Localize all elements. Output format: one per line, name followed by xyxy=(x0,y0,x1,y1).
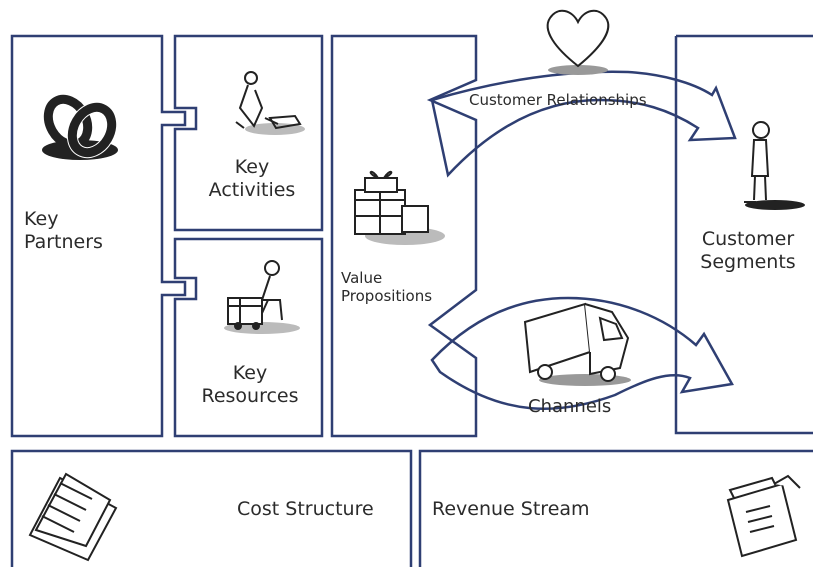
worker-icon xyxy=(235,71,305,135)
key-activities-block xyxy=(173,34,324,232)
key-resources-block xyxy=(173,237,324,438)
customer-segments-label-line-1: Customer xyxy=(701,228,795,250)
delivery-truck-icon xyxy=(523,302,631,386)
cost-structure-block xyxy=(10,449,413,567)
channels-arrow xyxy=(430,296,734,411)
key-partners-label-line-1: Key xyxy=(24,208,59,230)
value-propositions-block xyxy=(330,34,478,438)
standing-person-icon xyxy=(744,121,805,210)
revenue-stream-label: Revenue Stream xyxy=(432,498,590,520)
key-partners-block xyxy=(10,34,187,438)
gift-boxes-icon xyxy=(354,170,445,245)
cost-structure-label: Cost Structure xyxy=(237,498,374,520)
value-propositions-label-line-1: Value xyxy=(341,269,383,287)
key-activities-label-line-2: Activities xyxy=(208,179,296,202)
key-resources-label-line-1: Key xyxy=(232,362,268,384)
key-activities-label: Key Activities xyxy=(198,156,306,202)
customer-segments-block xyxy=(674,34,813,435)
person-pushing-cart-icon xyxy=(224,260,300,334)
customer-relationships-arrow xyxy=(430,70,737,178)
key-partners-label: Key Partners xyxy=(24,208,103,254)
customer-relationships-label: Customer Relationships xyxy=(469,91,647,109)
revenue-stream-block xyxy=(418,449,813,567)
channels-label: Channels xyxy=(528,396,612,417)
invoice-papers-icon xyxy=(28,472,118,562)
key-activities-label-line-1: Key xyxy=(234,156,270,178)
value-propositions-label: Value Propositions xyxy=(341,269,432,306)
customer-segments-label: Customer Segments xyxy=(688,228,808,274)
key-resources-label: Key Resources xyxy=(186,362,314,408)
interlocked-rings-icon xyxy=(42,94,118,160)
key-resources-label-line-2: Resources xyxy=(201,385,299,408)
value-propositions-label-line-2: Propositions xyxy=(341,287,433,306)
customer-segments-label-line-2: Segments xyxy=(700,251,796,274)
key-partners-label-line-2: Partners xyxy=(24,231,103,254)
cash-register-icon xyxy=(726,474,801,558)
heart-icon xyxy=(546,9,610,75)
